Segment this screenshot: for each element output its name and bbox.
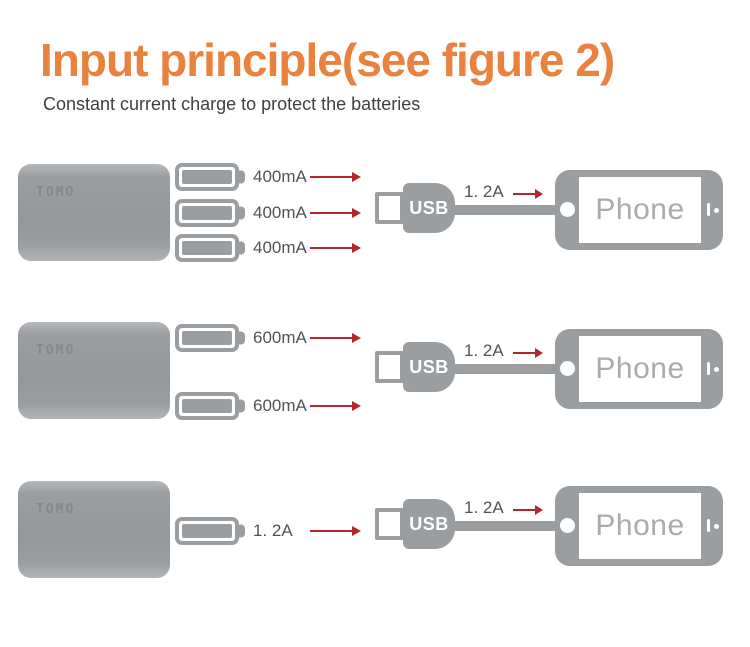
phone-home-button-icon	[560, 518, 575, 533]
battery-flow: 400mA	[175, 163, 361, 191]
phone-side-button-icon	[707, 519, 710, 532]
usb-connector: USB	[403, 499, 455, 549]
phone: Phone	[555, 170, 723, 250]
phone-camera-icon	[714, 367, 719, 372]
arrow-right-icon	[310, 243, 361, 253]
cable-current-label: 1. 2A	[464, 341, 504, 360]
battery-fill	[182, 170, 232, 184]
cable-current-label: 1. 2A	[464, 182, 504, 201]
usb-plug-icon	[375, 351, 404, 383]
phone-side-button-icon	[707, 203, 710, 216]
phone-label: Phone	[595, 193, 685, 226]
powerbank: TOMO	[18, 481, 170, 578]
battery-flow: 600mA	[175, 324, 361, 352]
battery-flow: 600mA	[175, 392, 361, 420]
powerbank-logo: TOMO	[36, 343, 76, 358]
usb-plug-icon	[375, 192, 404, 224]
battery-icon	[175, 392, 239, 420]
battery-fill	[182, 331, 232, 345]
usb-connector: USB	[403, 183, 455, 233]
usb-cable-phone-group: USB 1. 2A Phone	[375, 486, 723, 566]
battery-flow: 400mA	[175, 234, 361, 262]
powerbank: TOMO	[18, 322, 170, 419]
arrow-right-icon	[310, 333, 361, 343]
page-title: Input principle(see figure 2)	[40, 34, 615, 86]
powerbank: TOMO	[18, 164, 170, 261]
battery-fill	[182, 524, 232, 538]
phone-camera-icon	[714, 208, 719, 213]
battery-fill	[182, 399, 232, 413]
arrow-right-icon	[513, 189, 543, 199]
phone-label: Phone	[595, 509, 685, 542]
arrow-right-icon	[310, 526, 361, 536]
arrow-right-icon	[513, 505, 543, 515]
phone-home-button-icon	[560, 361, 575, 376]
cable-current-label: 1. 2A	[464, 498, 504, 517]
phone-camera-icon	[714, 524, 719, 529]
usb-label: USB	[409, 356, 449, 377]
battery-icon	[175, 517, 239, 545]
battery-fill	[182, 241, 232, 255]
powerbank-logo: TOMO	[36, 185, 76, 200]
usb-plug-icon	[375, 508, 404, 540]
battery-icon	[175, 234, 239, 262]
arrow-right-icon	[513, 348, 543, 358]
phone-home-button-icon	[560, 202, 575, 217]
current-label: 400mA	[253, 238, 307, 257]
usb-cable-phone-group: USB 1. 2A Phone	[375, 329, 723, 409]
phone-side-button-icon	[707, 362, 710, 375]
usb-connector: USB	[403, 342, 455, 392]
phone-screen: Phone	[579, 177, 701, 243]
arrow-right-icon	[310, 208, 361, 218]
phone-label: Phone	[595, 352, 685, 385]
cable	[453, 205, 565, 215]
battery-icon	[175, 163, 239, 191]
current-label: 1. 2A	[253, 521, 293, 540]
current-label: 400mA	[253, 203, 307, 222]
arrow-right-icon	[310, 172, 361, 182]
phone: Phone	[555, 329, 723, 409]
battery-icon	[175, 199, 239, 227]
phone-screen: Phone	[579, 493, 701, 559]
current-label: 400mA	[253, 167, 307, 186]
current-label: 600mA	[253, 396, 307, 415]
usb-cable-phone-group: USB 1. 2A Phone	[375, 170, 723, 250]
arrow-right-icon	[310, 401, 361, 411]
cable	[453, 521, 565, 531]
usb-label: USB	[409, 513, 449, 534]
battery-icon	[175, 324, 239, 352]
battery-flow: 400mA	[175, 199, 361, 227]
battery-flow: 1. 2A	[175, 517, 361, 545]
battery-fill	[182, 206, 232, 220]
cable	[453, 364, 565, 374]
usb-label: USB	[409, 197, 449, 218]
page-subtitle: Constant current charge to protect the b…	[43, 94, 421, 114]
powerbank-logo: TOMO	[36, 502, 76, 517]
phone: Phone	[555, 486, 723, 566]
phone-screen: Phone	[579, 336, 701, 402]
current-label: 600mA	[253, 328, 307, 347]
